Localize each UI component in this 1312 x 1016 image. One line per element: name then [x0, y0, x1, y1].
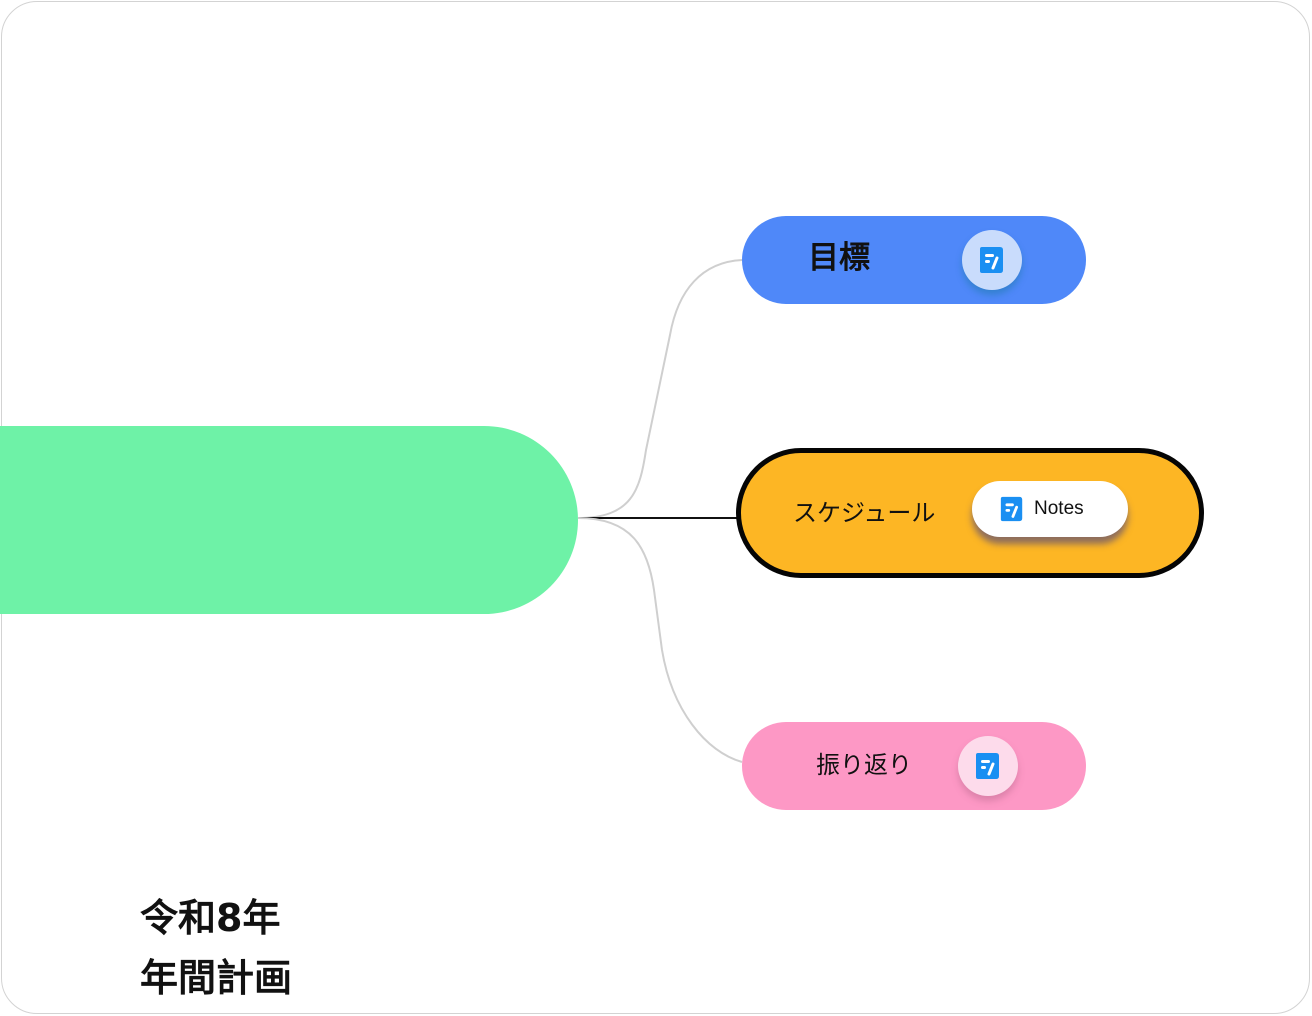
note-button-review[interactable] [958, 736, 1018, 796]
branch-node-review[interactable]: 振り返り [742, 722, 1086, 810]
note-icon [978, 246, 1006, 274]
root-topic-label: 令和8年 年間計画 [140, 888, 292, 1008]
note-icon [999, 495, 1025, 523]
branch-label-schedule: スケジュール [793, 499, 936, 527]
branch-node-schedule[interactable]: スケジュール Notes [736, 448, 1204, 578]
notes-label: Notes [1034, 498, 1084, 519]
branch-label-review: 振り返り [816, 751, 912, 779]
root-topic-line-1: 令和8年 [140, 896, 281, 940]
root-topic-node[interactable]: 令和8年 年間計画 [0, 426, 578, 1000]
note-button-goals[interactable] [962, 230, 1022, 290]
root-topic-line-2: 年間計画 [140, 956, 293, 1000]
notes-button[interactable]: Notes [972, 481, 1128, 537]
branch-node-goals[interactable]: 目標 [742, 216, 1086, 304]
branch-label-goals: 目標 [808, 240, 870, 276]
note-icon [974, 752, 1002, 780]
